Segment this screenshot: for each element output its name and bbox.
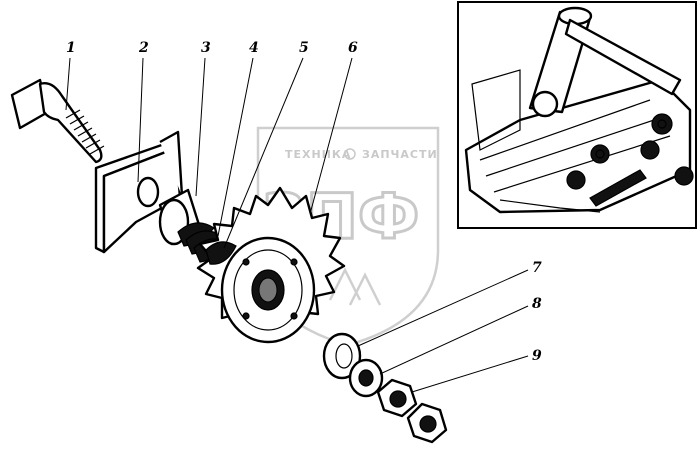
part-9-nuts: [376, 378, 448, 444]
watermark-text-left: ТЕХНИКА: [285, 148, 351, 161]
watermark-text-right: ЗАПЧАСТИ: [362, 148, 438, 161]
part-8-lock-washer: [348, 358, 384, 398]
part-1-bolt: [10, 78, 105, 164]
callout-7: 7: [532, 260, 542, 276]
leader-lines: [65, 57, 529, 393]
part-2-bracket: [94, 130, 184, 254]
part-7-washer: [322, 332, 362, 380]
callout-5: 5: [299, 40, 309, 56]
callout-8: 8: [532, 296, 542, 312]
part-6-sprocket: [196, 186, 346, 344]
callout-3: 3: [201, 40, 211, 56]
callout-6: 6: [348, 40, 358, 56]
callout-4: 4: [249, 40, 259, 56]
callout-1: 1: [66, 40, 76, 56]
part-5-bearing: [205, 241, 237, 265]
callout-9: 9: [532, 348, 542, 364]
inset-combine-illustration: [457, 1, 697, 229]
callout-numbers: 1 2 3 4 5 6 7 8 9: [66, 40, 542, 364]
callout-2: 2: [138, 40, 149, 56]
